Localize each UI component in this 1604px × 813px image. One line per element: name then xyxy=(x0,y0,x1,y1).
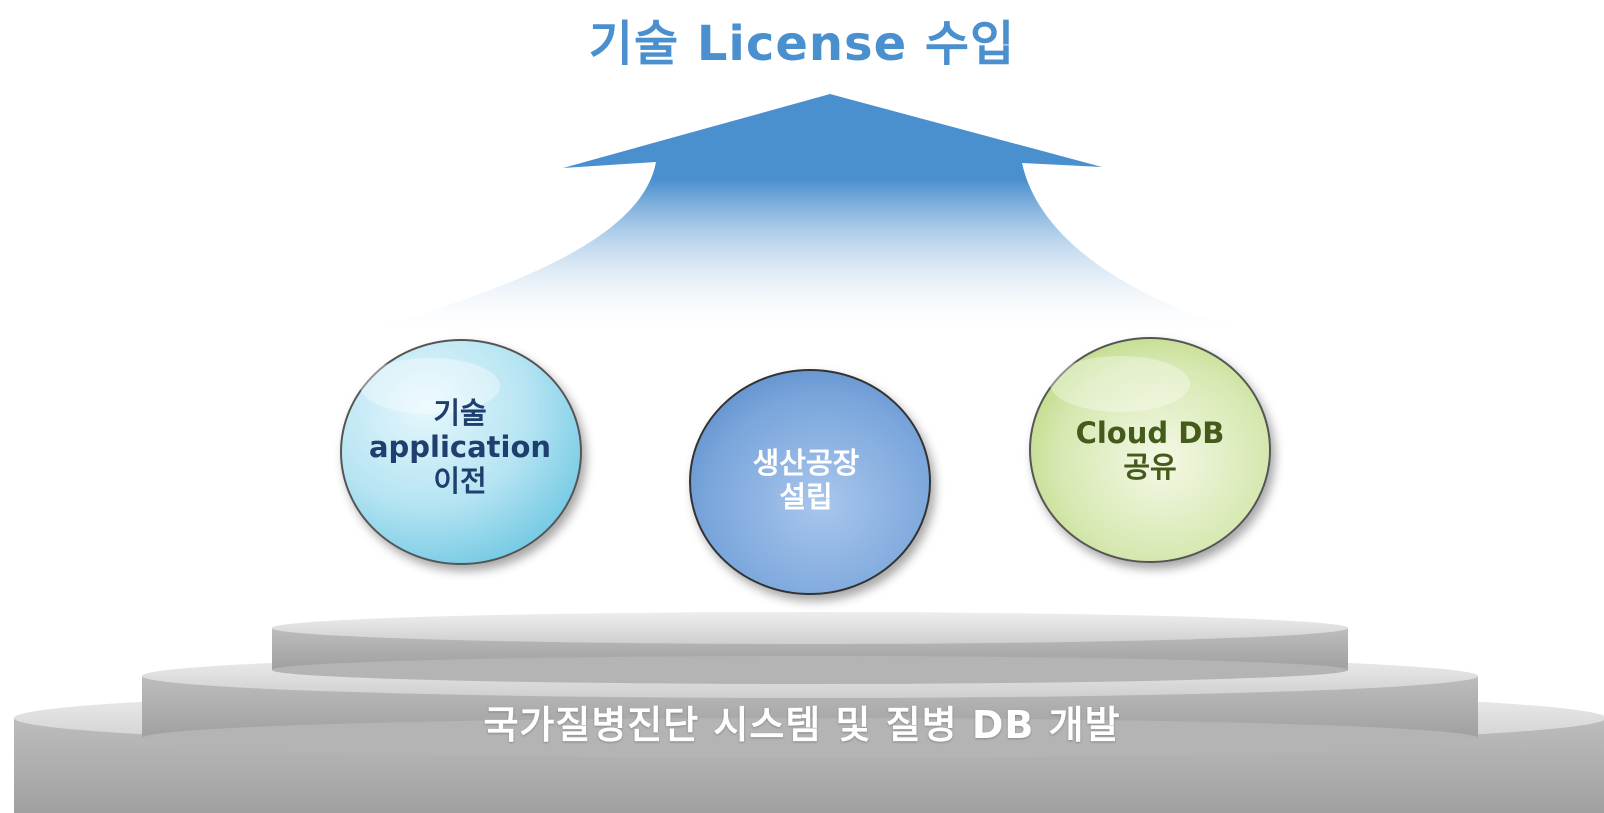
base-label: 국가질병진단 시스템 및 질병 DB 개발 xyxy=(483,703,1121,747)
label-line: 이전 xyxy=(433,464,487,499)
circle-highlight xyxy=(360,358,500,414)
diagram-title: 기술 License 수입 xyxy=(588,16,1016,72)
label-line: 설립 xyxy=(779,480,833,515)
label-line: 기술 xyxy=(433,396,487,430)
podium-step-middle-bottom xyxy=(142,718,1478,758)
podium xyxy=(14,612,1604,813)
podium-step-top-bottom xyxy=(272,656,1348,684)
circle-label-tech-application: 기술 application 이전 xyxy=(340,396,580,499)
circle-cloud-db xyxy=(1029,337,1271,563)
label-line: Cloud DB xyxy=(1075,416,1225,450)
label-line: application xyxy=(368,430,552,465)
circle-factory xyxy=(689,369,931,595)
up-arrow xyxy=(342,94,1270,338)
circle-label-cloud-db: Cloud DB 공유 xyxy=(1030,416,1270,484)
circle-label-factory: 생산공장 설립 xyxy=(686,446,926,514)
circle-highlight xyxy=(1050,356,1190,412)
circle-tech-application xyxy=(340,339,582,565)
label-line: 생산공장 xyxy=(752,446,860,480)
podium-step-top-top xyxy=(272,612,1348,644)
label-line: 공유 xyxy=(1123,450,1177,485)
